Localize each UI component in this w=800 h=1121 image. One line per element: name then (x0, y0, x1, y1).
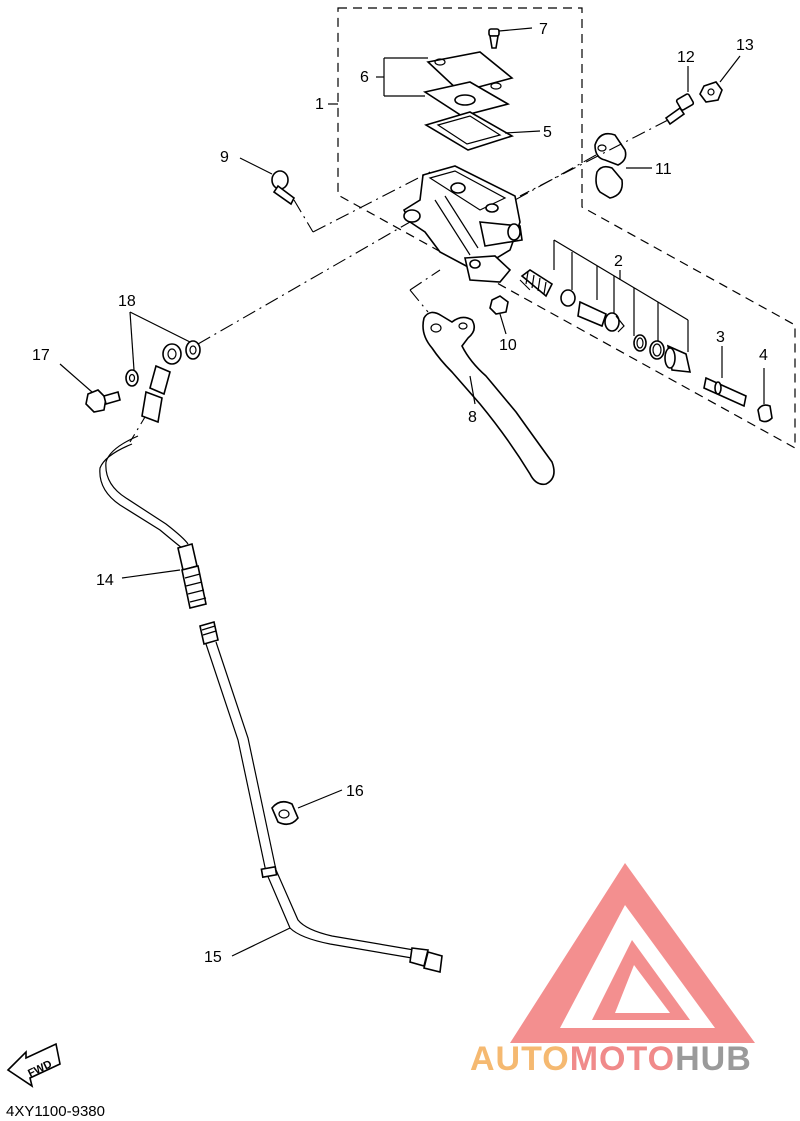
nut-part-10 (489, 295, 509, 335)
hose-joint-part-14 (121, 542, 207, 609)
watermark-auto: AUTO (470, 1040, 570, 1078)
assembly-1-boundary (337, 7, 796, 450)
bolt-part-9 (239, 157, 296, 206)
callout-6: 6 (360, 69, 369, 86)
nut-part-13 (699, 55, 741, 103)
cap-part-4 (757, 368, 773, 423)
watermark-logo (510, 863, 755, 1043)
clamp-part-16 (271, 789, 343, 826)
master-cylinder-body (402, 165, 523, 283)
pin-part-3 (703, 346, 747, 408)
holder-part-11 (594, 132, 652, 199)
callout-11: 11 (655, 161, 672, 178)
union-bolt-part-17 (59, 363, 121, 413)
fwd-arrow-icon: FWD (6, 1042, 61, 1088)
callout-13: 13 (736, 37, 754, 54)
washers-part-18 (125, 311, 201, 387)
piston-kit-part-2 (520, 239, 692, 373)
bolt-part-12 (664, 66, 695, 126)
diaphragm-part-6 (376, 51, 514, 117)
callout-10: 10 (499, 337, 517, 354)
callout-9: 9 (220, 149, 229, 166)
screw-part-7 (488, 27, 533, 49)
diagram-code: 4XY1100-9380 (6, 1103, 105, 1120)
assembly-lines (129, 119, 669, 443)
callout-5: 5 (543, 124, 552, 141)
brake-pipe-part-15 (199, 620, 443, 973)
callout-7: 7 (539, 21, 548, 38)
watermark-text: AUTOMOTOHUB (470, 1040, 752, 1078)
hose-upper (99, 343, 189, 549)
gasket-part-5 (424, 111, 541, 151)
callout-8: 8 (468, 409, 477, 426)
svg-text:AUTOMOTOHUB: AUTOMOTOHUB (470, 1040, 752, 1078)
lever-part-8 (422, 311, 555, 486)
callout-17: 17 (32, 347, 50, 364)
callout-2: 2 (614, 253, 623, 270)
callout-3: 3 (716, 329, 725, 346)
callout-1: 1 (315, 96, 324, 113)
callout-18: 18 (118, 293, 136, 310)
callout-4: 4 (759, 347, 768, 364)
callout-14: 14 (96, 572, 114, 589)
watermark-hub: HUB (675, 1040, 752, 1078)
watermark-moto: MOTO (570, 1040, 675, 1078)
callout-16: 16 (346, 783, 364, 800)
callout-12: 12 (677, 49, 695, 66)
callout-15: 15 (204, 949, 222, 966)
